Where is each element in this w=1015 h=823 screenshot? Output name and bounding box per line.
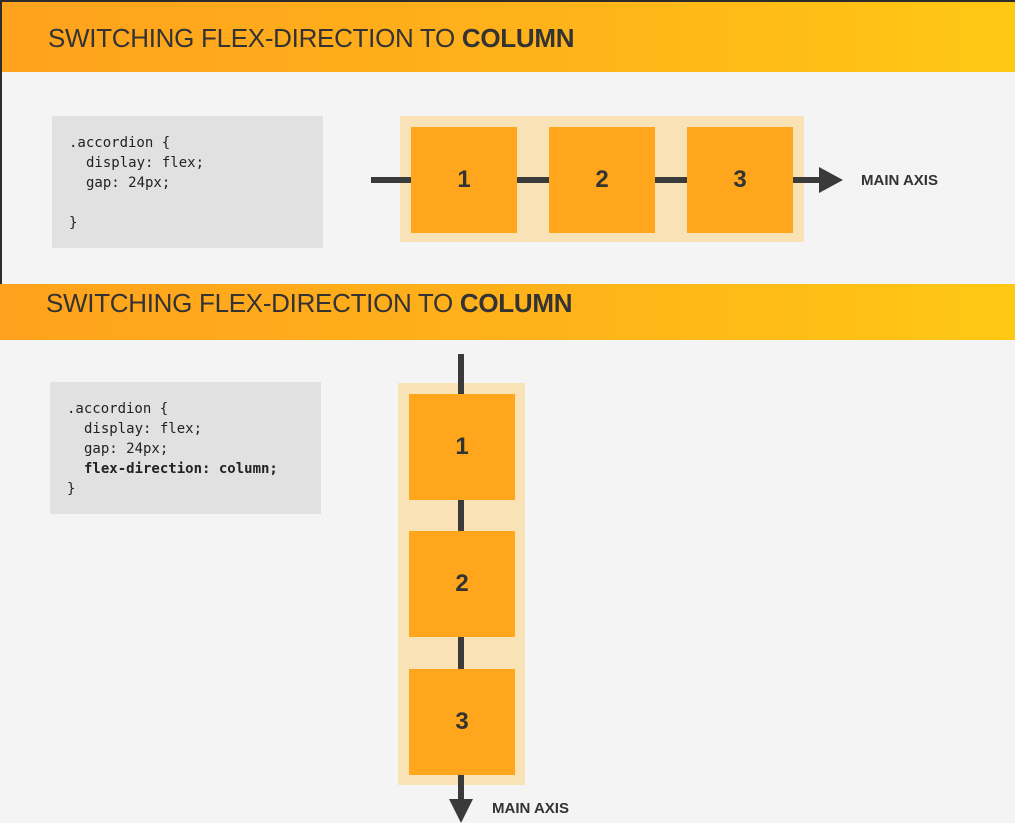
code-line: gap: 24px; [86,175,171,191]
flex-item-1: 1 [409,394,515,500]
flex-item-2: 2 [409,531,515,637]
row-direction-panel: SWITCHING FLEX-DIRECTION TO COLUMN .acco… [0,0,1015,284]
banner-title: SWITCHING FLEX-DIRECTION TO COLUMN [48,23,574,54]
title-emphasis: COLUMN [459,288,573,318]
code-line: } [69,215,78,231]
title-text: SWITCHING FLEX-DIRECTION TO [48,23,462,53]
code-snippet: .accordion { display: flex; gap: 24px; f… [50,382,321,514]
code-line: .accordion { [67,401,169,417]
code-line: } [67,481,76,497]
banner-title: SWITCHING FLEX-DIRECTION TO COLUMN [46,288,572,319]
title-banner: SWITCHING FLEX-DIRECTION TO COLUMN [0,284,1015,340]
main-axis-label: MAIN AXIS [861,172,938,189]
flex-item-3: 3 [687,127,793,233]
flex-item-1: 1 [411,127,517,233]
main-axis-arrow-icon [449,799,473,823]
title-emphasis: COLUMN [461,23,575,53]
column-direction-panel: SWITCHING FLEX-DIRECTION TO COLUMN .acco… [0,284,1015,823]
main-axis-arrow-icon [819,167,843,193]
main-axis-label: MAIN AXIS [492,800,569,817]
code-line: .accordion { [69,135,171,151]
code-line: display: flex; [86,155,205,171]
code-line: gap: 24px; [84,441,169,457]
code-line-highlight: flex-direction: column; [84,461,278,477]
code-line: display: flex; [84,421,203,437]
flex-item-3: 3 [409,669,515,775]
title-banner: SWITCHING FLEX-DIRECTION TO COLUMN [2,2,1015,72]
flex-item-2: 2 [549,127,655,233]
code-line [69,193,323,213]
code-snippet: .accordion { display: flex; gap: 24px; } [52,116,323,248]
title-text: SWITCHING FLEX-DIRECTION TO [46,288,460,318]
